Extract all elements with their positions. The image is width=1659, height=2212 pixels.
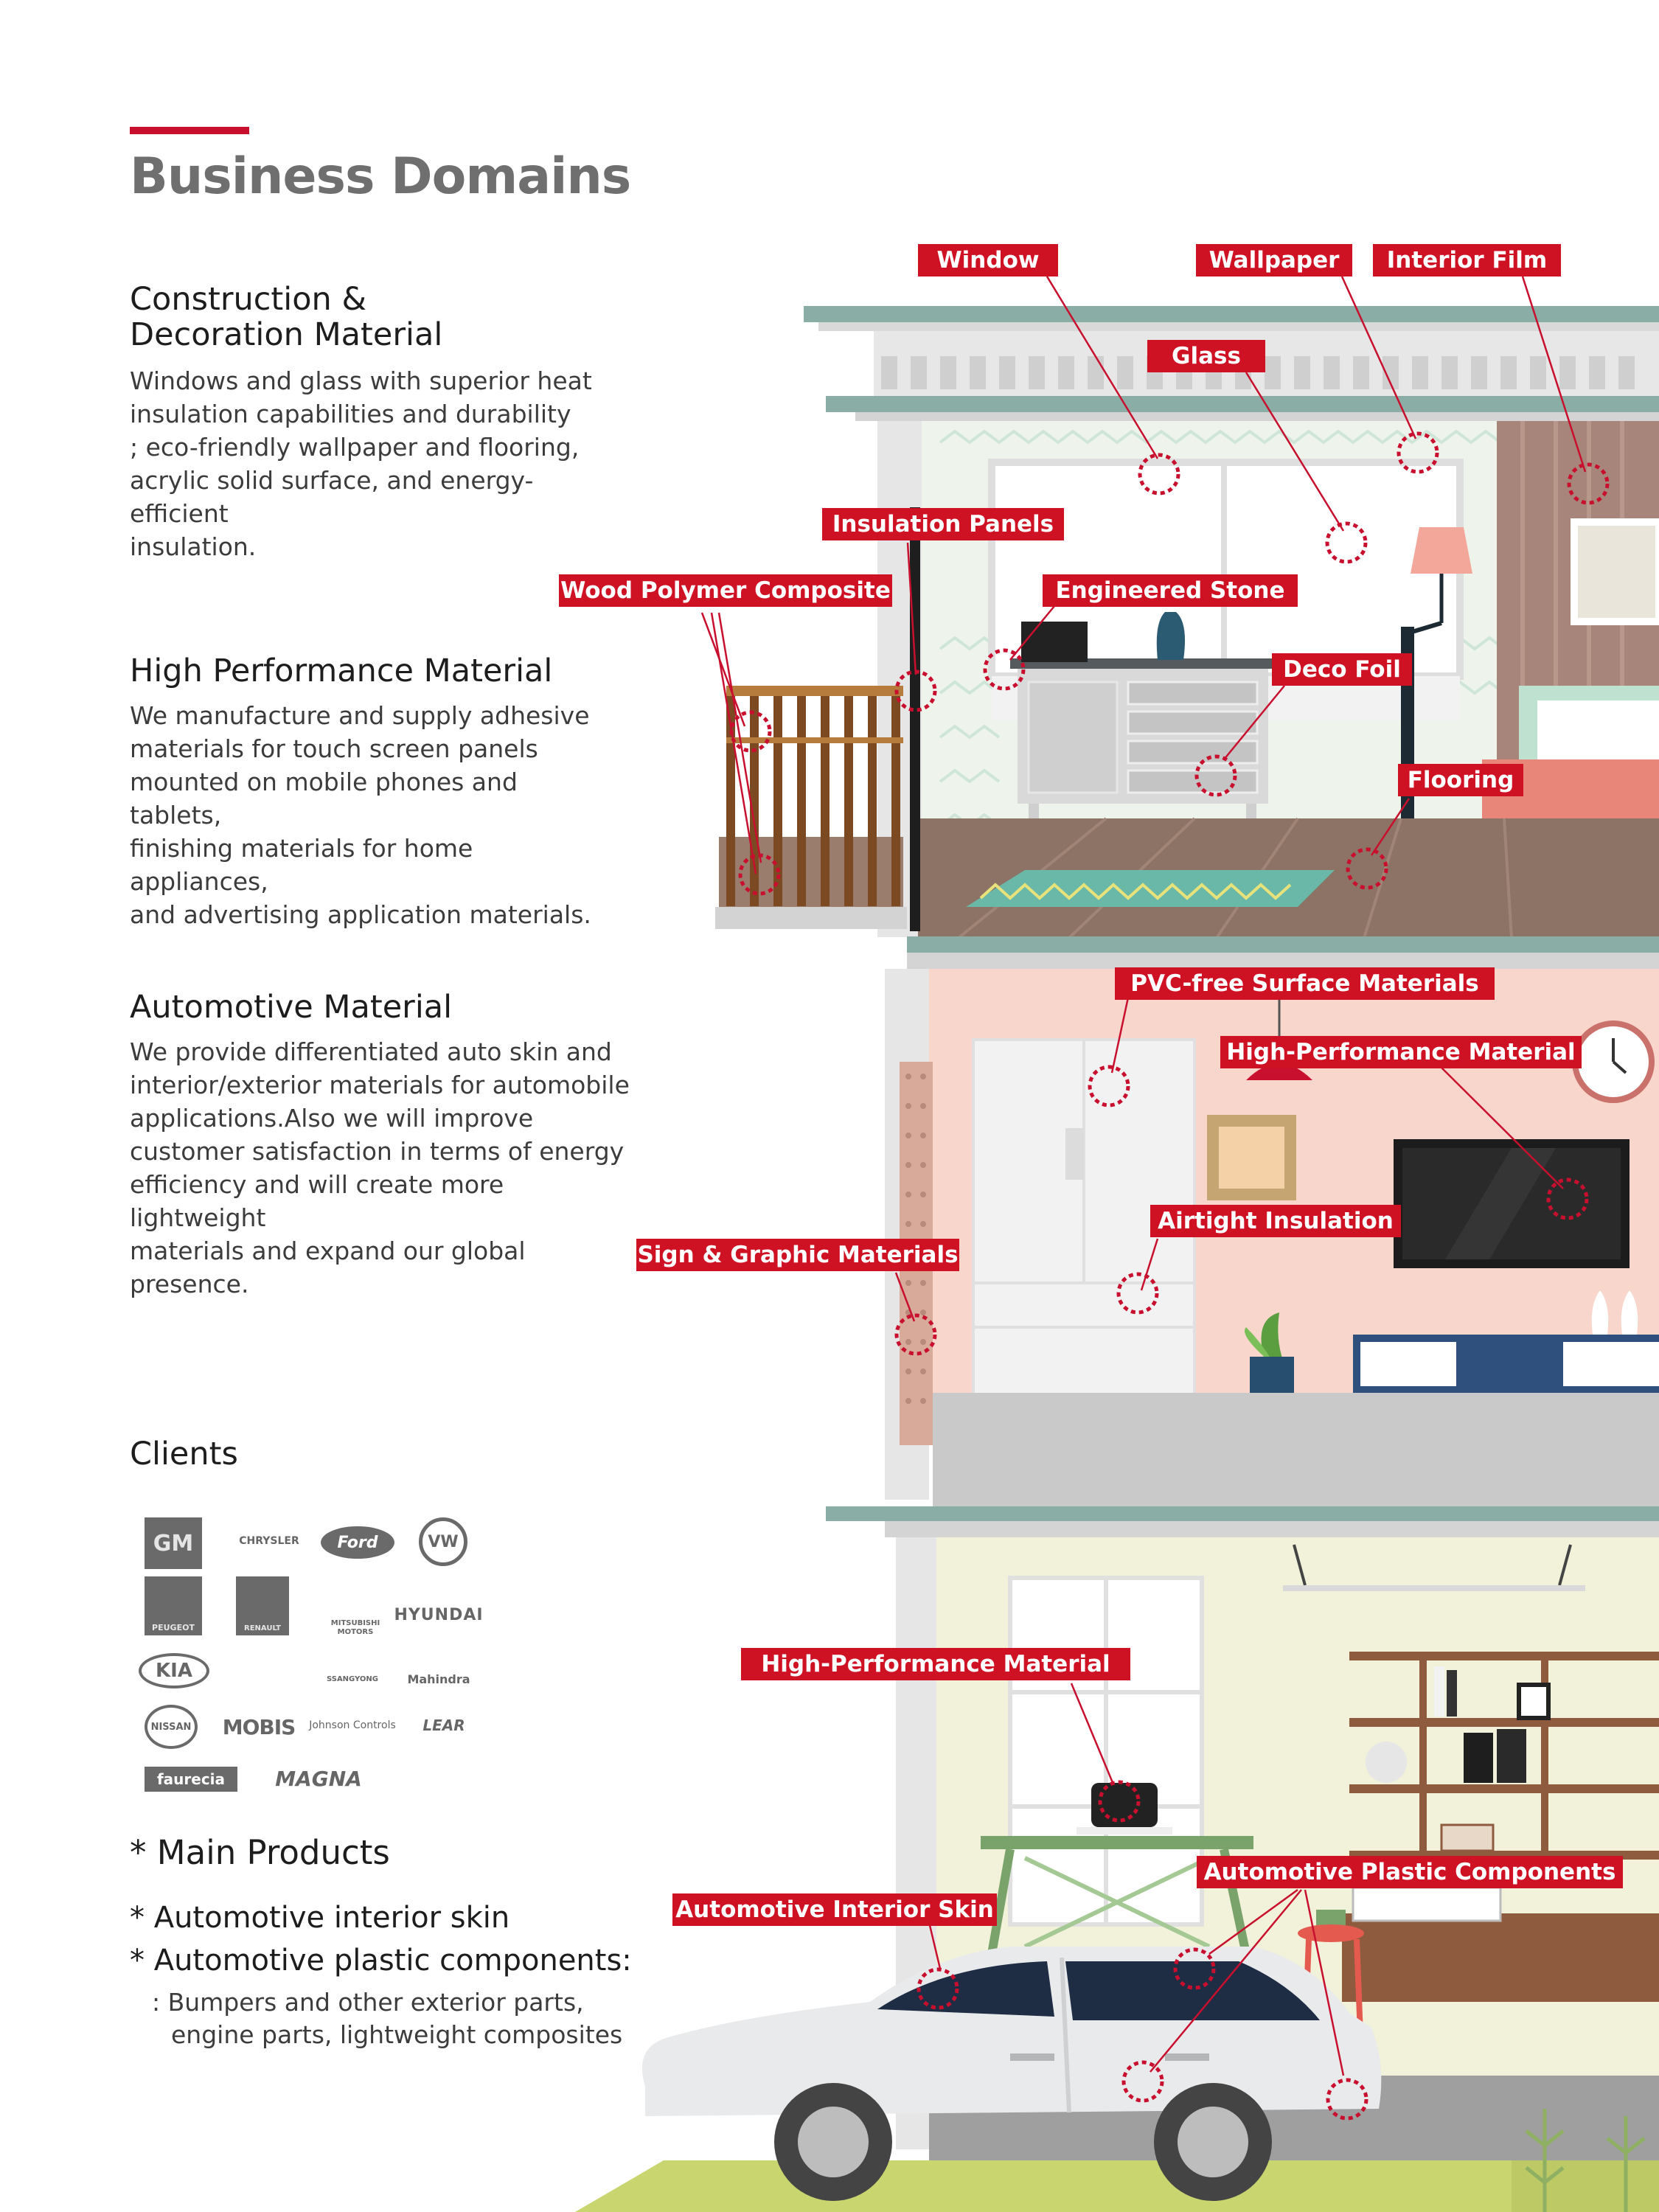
logo-mahindra: Mahindra bbox=[407, 1672, 470, 1686]
logo-hyundai: HYUNDAI bbox=[394, 1605, 484, 1624]
downpipe bbox=[910, 507, 920, 931]
section-heading-high-performance: High Performance Material bbox=[130, 653, 553, 689]
main-products-heading: * Main Products bbox=[130, 1833, 390, 1872]
roof-dentils bbox=[881, 356, 1635, 389]
logo-gm: GM bbox=[145, 1517, 202, 1569]
callout-wallpaper: Wallpaper bbox=[1196, 244, 1352, 276]
rug bbox=[966, 870, 1335, 907]
vase bbox=[1156, 612, 1186, 660]
page-title: Business Domains bbox=[130, 147, 631, 206]
logo-mitsubishi: MITSUBISHI MOTORS bbox=[330, 1619, 380, 1636]
picture-frame bbox=[1571, 518, 1659, 625]
callout-pvc-free: PVC-free Surface Materials bbox=[1115, 967, 1495, 1000]
callout-glass: Glass bbox=[1147, 340, 1265, 372]
logo-lear: LEAR bbox=[422, 1717, 465, 1734]
hotspot-markers bbox=[729, 431, 1610, 2121]
logo-mobis: MOBIS bbox=[222, 1714, 296, 1739]
logo-johnson-controls: Johnson Controls bbox=[309, 1719, 396, 1731]
lawn bbox=[575, 2160, 1659, 2212]
logo-ssangyong: SSANGYONG bbox=[326, 1674, 378, 1683]
accent-bar bbox=[130, 127, 249, 134]
floor-lamp-shade bbox=[1411, 527, 1472, 574]
callout-airtight-insulation: Airtight Insulation bbox=[1150, 1205, 1401, 1237]
logo-faurecia: faurecia bbox=[145, 1767, 237, 1792]
section-heading-construction: Construction & Decoration Material bbox=[130, 281, 443, 353]
logo-magna: MAGNA bbox=[275, 1766, 362, 1791]
logo-peugeot: PEUGEOT bbox=[145, 1576, 202, 1635]
main-product-sub: : Bumpers and other exterior parts, engi… bbox=[152, 1988, 623, 2049]
callout-interior-film: Interior Film bbox=[1373, 244, 1561, 276]
wall-frame bbox=[1207, 1115, 1296, 1200]
logo-chrysler: CHRYSLER bbox=[239, 1535, 299, 1547]
callout-engineered-stone: Engineered Stone bbox=[1043, 574, 1298, 607]
table bbox=[981, 1836, 1253, 1849]
callout-automotive-interior-skin: Automotive Interior Skin bbox=[672, 1893, 997, 1926]
callout-flooring: Flooring bbox=[1398, 764, 1523, 796]
callout-sign-graphic: Sign & Graphic Materials bbox=[636, 1239, 959, 1271]
bookshelf bbox=[1349, 1652, 1659, 1860]
logo-ford: Ford bbox=[321, 1526, 394, 1559]
section-heading-automotive: Automotive Material bbox=[130, 989, 453, 1026]
callout-window: Window bbox=[918, 244, 1058, 276]
sideboard bbox=[1342, 1913, 1659, 2002]
logo-vw: VW bbox=[419, 1517, 467, 1566]
box bbox=[1021, 622, 1088, 662]
logo-renault: RENAULT bbox=[236, 1576, 289, 1635]
logo-nissan: NISSAN bbox=[145, 1705, 198, 1749]
callout-deco-foil: Deco Foil bbox=[1272, 653, 1412, 686]
roof-cornice bbox=[804, 306, 1659, 322]
main-product-item: * Automotive interior skin bbox=[130, 1901, 510, 1935]
callout-wood-polymer: Wood Polymer Composite bbox=[559, 574, 892, 607]
callout-insulation-panels: Insulation Panels bbox=[822, 508, 1064, 540]
logo-kia: KIA bbox=[139, 1653, 209, 1688]
leader-lines bbox=[700, 276, 1587, 2076]
callout-high-performance-tv: High-Performance Material bbox=[1220, 1036, 1582, 1068]
main-product-item: * Automotive plastic components: bbox=[130, 1944, 632, 1978]
clients-heading: Clients bbox=[130, 1436, 238, 1472]
callout-high-performance-device: High-Performance Material bbox=[741, 1648, 1130, 1680]
plant bbox=[1261, 1312, 1283, 1360]
callout-automotive-plastic: Automotive Plastic Components bbox=[1197, 1856, 1623, 1888]
